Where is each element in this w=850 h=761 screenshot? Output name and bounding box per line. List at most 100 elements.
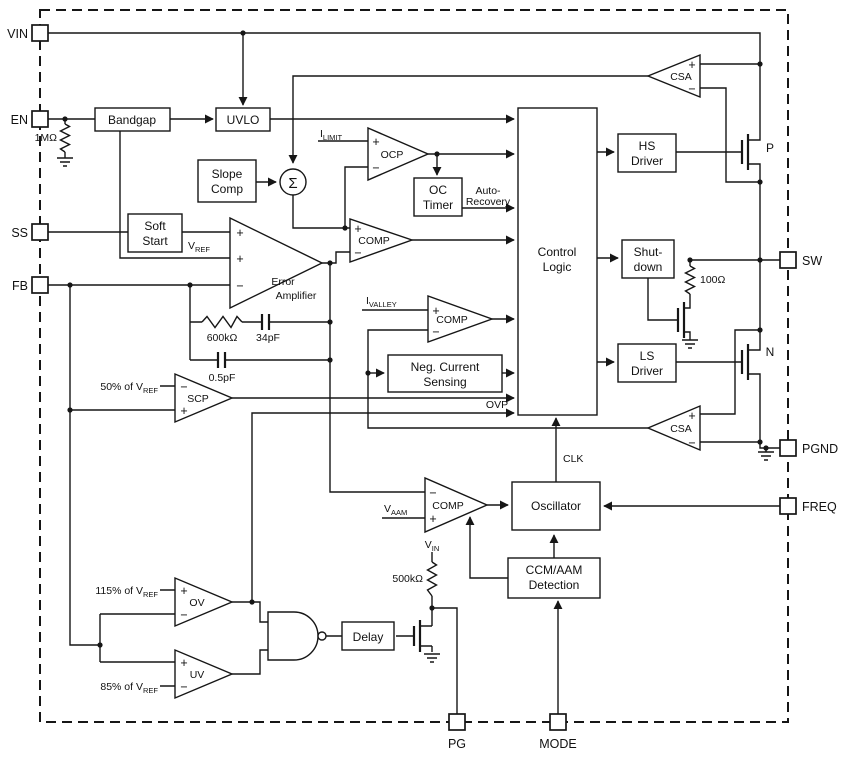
block-outline <box>127 213 183 253</box>
block-label: UVLO <box>227 113 260 127</box>
amp-scp: SCP − + <box>174 372 234 424</box>
block-label-line1: LS <box>640 349 655 363</box>
pin-pad <box>31 276 49 294</box>
junction-dot <box>97 642 103 648</box>
junction-dot <box>757 257 763 263</box>
junction-dot <box>757 61 763 67</box>
junction-dot <box>757 439 763 445</box>
block-outline <box>511 481 601 531</box>
junction-dot <box>240 30 246 36</box>
block-label-line2: Logic <box>543 260 572 274</box>
block-outline <box>517 107 598 416</box>
block-label-line1: Neg. Current <box>411 360 480 374</box>
block-outline <box>621 239 675 279</box>
resistor-500k: 500kΩ VIN <box>392 539 439 597</box>
block-outline <box>197 159 257 203</box>
block-label-line1: Soft <box>144 219 166 233</box>
pct85-vref-label: 85% of VREF <box>100 681 158 695</box>
pin-pad <box>448 713 466 731</box>
capacitor-value: 34pF <box>256 332 280 344</box>
block-label: Bandgap <box>108 113 156 127</box>
wires <box>48 32 780 714</box>
arrow-ccm-to-aam-comp <box>465 516 508 579</box>
block-outline <box>617 133 677 173</box>
amp-uv: UV + − <box>174 648 234 700</box>
amp-ocp: OCP + − <box>367 126 430 182</box>
signal-labels: ILIMIT IVALLEY VREF VAAM 50% of VREF 115… <box>95 128 583 695</box>
ground-lines <box>758 451 774 461</box>
plus-sign: + <box>236 252 243 266</box>
amp-pwm-comp: COMP + − <box>349 218 415 263</box>
block-label-line2: Comp <box>211 182 243 196</box>
junction-dot <box>62 116 68 122</box>
block-outline <box>387 354 503 393</box>
minus-sign: − <box>180 680 187 694</box>
junction-dot <box>187 282 193 288</box>
block-outline <box>215 107 271 132</box>
amp-ov: OV + − <box>174 576 234 628</box>
minus-sign: − <box>688 436 695 450</box>
pin-pg: PG <box>448 713 466 751</box>
nand-bubble <box>317 631 327 641</box>
arrow-csa-to-summer <box>288 75 648 164</box>
plus-sign: + <box>372 135 379 149</box>
block-soft-start: Soft Start <box>127 213 183 253</box>
amp-triangle <box>349 218 415 263</box>
block-slope-comp: Slope Comp <box>197 159 257 203</box>
pin-pad <box>31 223 49 241</box>
block-outline <box>617 343 677 383</box>
pin-mode: MODE <box>539 713 577 751</box>
junction-dot <box>757 327 763 333</box>
pin-ss: SS <box>11 223 49 241</box>
amp-triangle <box>174 372 234 424</box>
transistor-label-n: N <box>766 345 775 359</box>
resistor-1mohm: 1MΩ <box>35 123 72 153</box>
block-outline <box>341 621 395 651</box>
pin-label: SS <box>11 226 28 240</box>
block-label-line1: Slope <box>212 167 243 181</box>
resistor-value: 500kΩ <box>392 573 423 585</box>
junction-dot <box>434 151 440 157</box>
block-outline <box>413 177 463 217</box>
pin-pad <box>31 110 49 128</box>
block-ccm-aam-detection: CCM/AAM Detection <box>507 557 601 599</box>
summing-junction: Σ <box>279 168 307 196</box>
block-label-line2: Timer <box>423 198 453 212</box>
junction-dot <box>67 282 73 288</box>
amp-label: CSA <box>670 423 692 435</box>
junction-dot <box>687 257 693 263</box>
arrow-ovp-to-control-logic <box>251 408 515 602</box>
ivalley-label: IVALLEY <box>366 295 397 309</box>
junction-dots <box>62 30 769 648</box>
resistor-100ohm: 100Ω <box>683 265 726 295</box>
amp-label: COMP <box>358 235 390 247</box>
capacitor-34pf: 34pF <box>256 314 280 344</box>
junction-dot <box>763 445 769 451</box>
minus-sign: − <box>180 608 187 622</box>
block-delay: Delay <box>341 621 395 651</box>
amp-triangle <box>229 216 324 310</box>
resistor-zigzag <box>426 561 438 597</box>
block-label-line2: Driver <box>631 364 663 378</box>
block-label-line2: Driver <box>631 154 663 168</box>
auto-recovery-label-line1: Auto- <box>475 185 501 197</box>
mosfet-p: P <box>740 134 774 170</box>
mosfet-sw-discharge <box>676 302 686 338</box>
minus-sign: − <box>236 279 243 293</box>
pin-label: SW <box>802 254 822 268</box>
resistor-value: 1MΩ <box>35 132 58 144</box>
mosfet-n: N <box>740 344 775 380</box>
amp-triangle <box>427 295 495 343</box>
minus-sign: − <box>688 82 695 96</box>
pin-pad <box>549 713 567 731</box>
ground-symbol-pgnd <box>758 451 774 461</box>
block-ls-driver: LS Driver <box>617 343 677 383</box>
resistor-zigzag <box>58 123 72 153</box>
pin-label: PG <box>448 737 466 751</box>
summer-circle <box>279 168 307 196</box>
mosfet-pg <box>412 620 422 652</box>
ic-boundary <box>39 9 789 723</box>
block-bandgap: Bandgap <box>94 107 171 132</box>
minus-sign: − <box>372 161 379 175</box>
